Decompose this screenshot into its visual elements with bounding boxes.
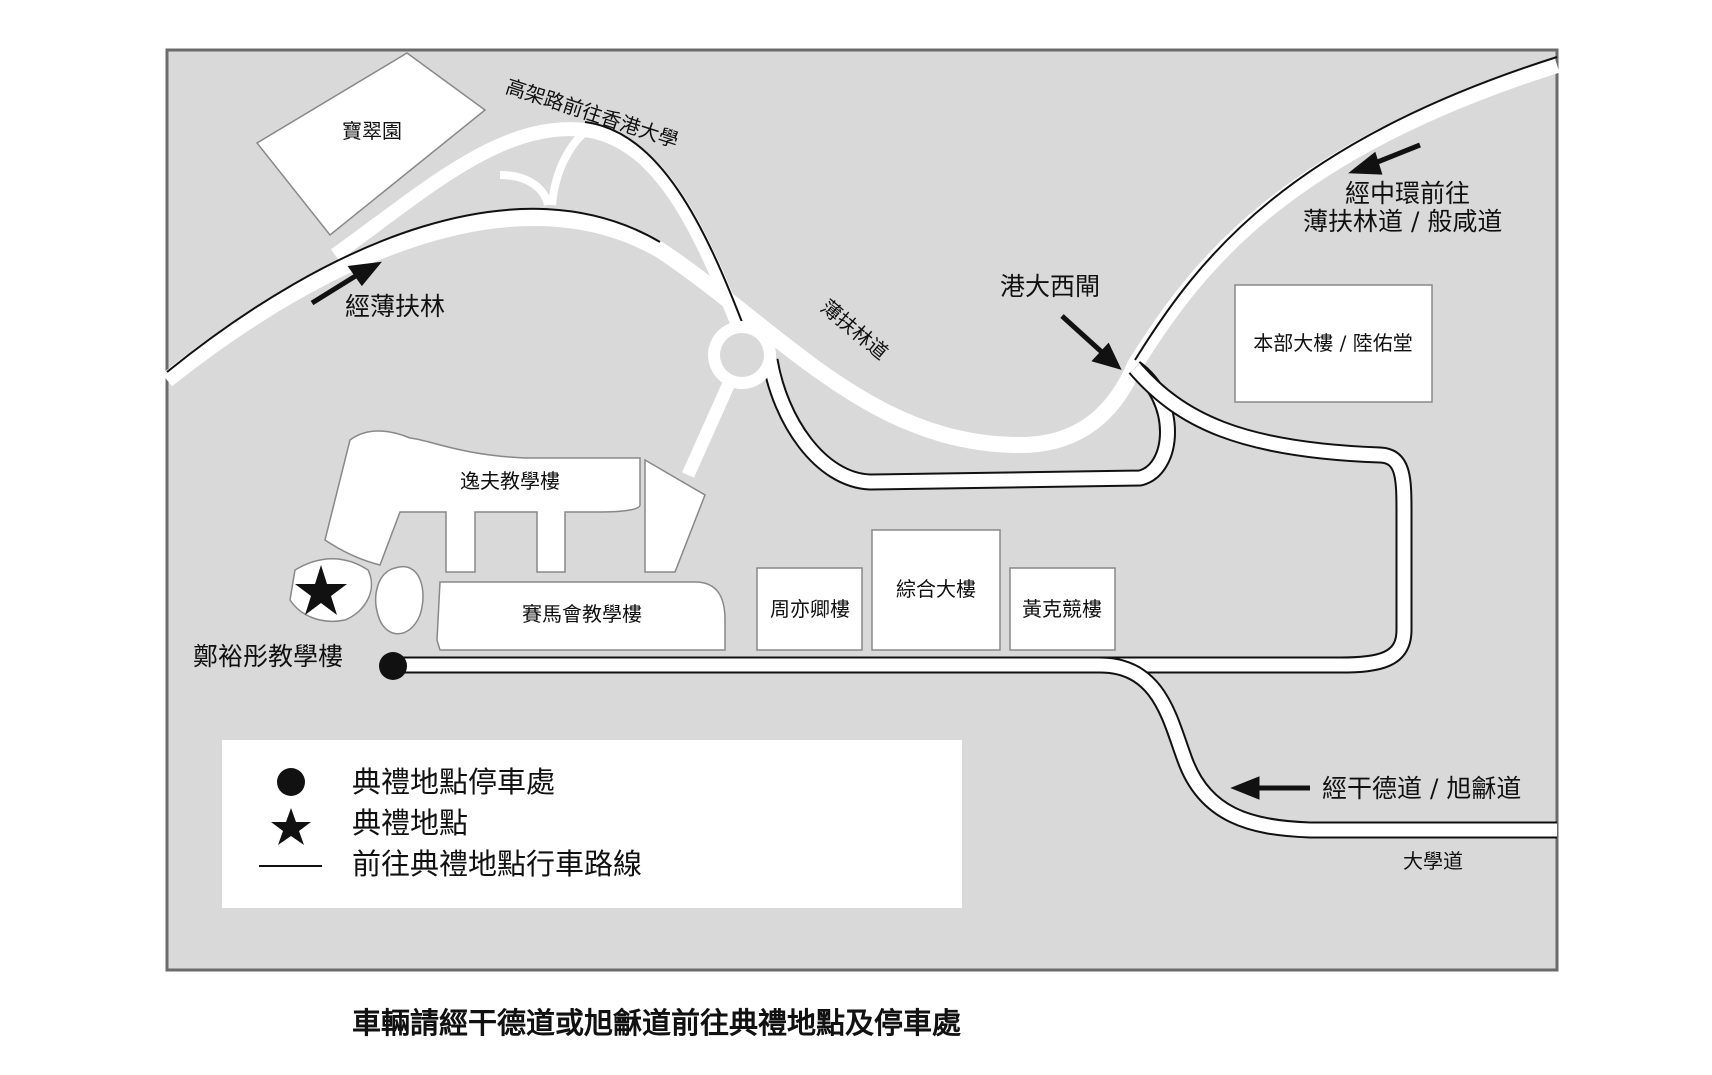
legend-parking-icon bbox=[277, 768, 305, 796]
legend-box bbox=[222, 740, 962, 908]
label-cheng-yu-tung: 鄭裕彤教學樓 bbox=[193, 642, 343, 671]
building-composite bbox=[871, 529, 1001, 651]
roundabout-island bbox=[720, 333, 764, 377]
building-main bbox=[1234, 284, 1433, 403]
ramp-a bbox=[499, 171, 552, 207]
ramp-b bbox=[548, 128, 588, 206]
venue-star-icon bbox=[295, 565, 347, 615]
building-jockey-club bbox=[436, 581, 726, 651]
label-via-central-2: 薄扶林道 / 般咸道 bbox=[1303, 207, 1502, 236]
label-university-drive: 大學道 bbox=[1403, 849, 1463, 873]
label-jockey-club: 賽馬會教學樓 bbox=[522, 602, 642, 626]
label-via-kennedy: 經干德道 / 旭龢道 bbox=[1322, 774, 1521, 803]
building-run-run-shaw-annex bbox=[644, 458, 706, 573]
building-hkjc bbox=[1009, 567, 1116, 651]
building-chow-yei-ching bbox=[756, 567, 863, 651]
roads bbox=[162, 57, 1560, 478]
arrows bbox=[310, 142, 1421, 800]
label-west-gate: 港大西閘 bbox=[1000, 272, 1100, 301]
legend-parking-label: 典禮地點停車處 bbox=[352, 765, 555, 799]
label-run-run-shaw: 逸夫教學樓 bbox=[460, 469, 560, 493]
label-via-pokfulam: 經薄扶林 bbox=[345, 292, 445, 321]
label-composite: 綜合大樓 bbox=[896, 577, 976, 601]
arrow-via-central-head bbox=[1348, 151, 1383, 175]
map-caption: 車輛請經干德道或旭龢道前往典禮地點及停車處 bbox=[352, 1006, 961, 1040]
arrow-west-gate bbox=[1060, 314, 1107, 357]
parking-dot-icon bbox=[379, 652, 407, 680]
label-hkjc: 黃克競樓 bbox=[1022, 597, 1102, 621]
flyover-road bbox=[330, 122, 747, 333]
label-po-chui: 寶翠園 bbox=[342, 119, 402, 143]
building-oval bbox=[374, 565, 424, 635]
legend-route-label: 前往典禮地點行車路線 bbox=[352, 847, 642, 881]
arrow-via-pokfulam-head bbox=[347, 261, 382, 287]
label-main-building: 本部大樓 / 陸佑堂 bbox=[1253, 331, 1412, 355]
roundabout-spur bbox=[682, 367, 741, 478]
building-po-chui bbox=[255, 52, 487, 237]
buildings bbox=[255, 52, 1433, 651]
route-lines bbox=[166, 56, 1558, 373]
label-chow-yei-ching: 周亦卿樓 bbox=[770, 597, 850, 621]
pokfulam-road bbox=[162, 57, 1560, 454]
building-run-run-shaw bbox=[324, 430, 641, 573]
legend-venue-icon bbox=[271, 808, 311, 845]
legend-venue-label: 典禮地點 bbox=[352, 806, 468, 840]
label-via-central-1: 經中環前往 bbox=[1345, 179, 1470, 208]
arrow-via-kennedy-head bbox=[1230, 776, 1260, 800]
arrow-west-gate-head bbox=[1091, 342, 1122, 370]
route-roads bbox=[395, 358, 1557, 839]
arrow-via-pokfulam bbox=[310, 269, 364, 306]
